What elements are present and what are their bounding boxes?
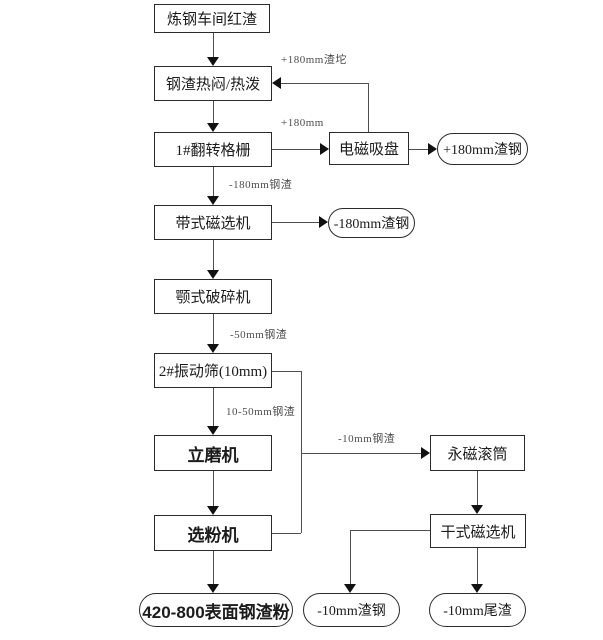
connector-belt-jaw <box>213 240 214 271</box>
connector-collector-drum <box>301 453 421 454</box>
connector-chuck-plus180out <box>409 149 428 150</box>
connector-classifier-collector <box>272 533 301 534</box>
node-magnetic-drum: 永磁滚筒 <box>430 435 525 471</box>
node-plus180-steel-output: +180mm渣钢 <box>437 133 528 165</box>
connector-classifier-powderout <box>213 551 214 585</box>
node-belt-separator: 带式磁选机 <box>154 205 272 240</box>
node-minus10-tailings-output: -10mm尾渣 <box>429 593 526 627</box>
arrow-right-icon <box>320 143 329 155</box>
arrow-right-icon <box>319 216 328 228</box>
arrow-down-icon <box>207 506 219 515</box>
connector-mill-classifier <box>213 471 214 507</box>
edge-label-plus180-lump: +180mm渣坨 <box>281 54 347 66</box>
connector-jaw-screen <box>213 314 214 345</box>
arrow-down-icon <box>344 584 356 593</box>
connector-grate-belt <box>213 167 214 197</box>
arrow-down-icon <box>207 344 219 353</box>
node-flip-grate: 1#翻转格栅 <box>154 132 272 167</box>
node-magnet-chuck: 电磁吸盘 <box>329 132 409 165</box>
connector-dryseparator-left <box>350 530 430 531</box>
node-vertical-mill: 立磨机 <box>154 435 272 471</box>
edge-label-minus10-slag: -10mm钢渣 <box>338 433 396 445</box>
connector-screen-collector <box>272 371 301 372</box>
node-minus180-steel-output: -180mm渣钢 <box>328 208 415 238</box>
node-red-slag: 炼钢车间红渣 <box>154 4 270 33</box>
connector-collector-vertical <box>301 371 302 533</box>
node-slag-powder-output: 420-800表面钢渣粉 <box>139 593 293 627</box>
arrow-right-icon <box>421 447 430 459</box>
arrow-down-icon <box>207 57 219 66</box>
arrow-left-icon <box>272 77 281 89</box>
edge-label-mid-slag: 10-50mm钢渣 <box>226 406 296 418</box>
arrow-down-icon <box>207 270 219 279</box>
connector-drum-dryseparator <box>477 471 478 506</box>
connector-dryseparator-tailings <box>477 548 478 585</box>
connector-grate-chuck <box>272 149 320 150</box>
connector-belt-minus180out <box>272 222 319 223</box>
node-vibrating-screen: 2#振动筛(10mm) <box>154 353 272 388</box>
node-dry-separator: 干式磁选机 <box>430 514 526 548</box>
node-minus10-steel-output: -10mm渣钢 <box>303 593 400 627</box>
arrow-down-icon <box>207 584 219 593</box>
connector-chuck-loop-horizontal <box>280 83 369 84</box>
edge-label-minus180-slag: -180mm钢渣 <box>229 179 293 191</box>
connector-hotstew-grate <box>213 101 214 124</box>
arrow-down-icon <box>207 123 219 132</box>
connector-redslag-hotstew <box>213 33 214 58</box>
connector-chuck-loop-vertical <box>368 83 369 132</box>
connector-dryseparator-steelout <box>350 530 351 585</box>
edge-label-minus50-slag: -50mm钢渣 <box>230 329 288 341</box>
arrow-right-icon <box>428 143 437 155</box>
arrow-down-icon <box>471 584 483 593</box>
node-hot-stew: 钢渣热闷/热泼 <box>154 66 272 101</box>
connector-screen-mill <box>213 388 214 427</box>
arrow-down-icon <box>207 196 219 205</box>
arrow-down-icon <box>207 426 219 435</box>
node-jaw-crusher: 颚式破碎机 <box>154 279 272 314</box>
edge-label-plus180: +180mm <box>281 117 324 129</box>
arrow-down-icon <box>471 505 483 514</box>
node-powder-classifier: 选粉机 <box>154 515 272 551</box>
